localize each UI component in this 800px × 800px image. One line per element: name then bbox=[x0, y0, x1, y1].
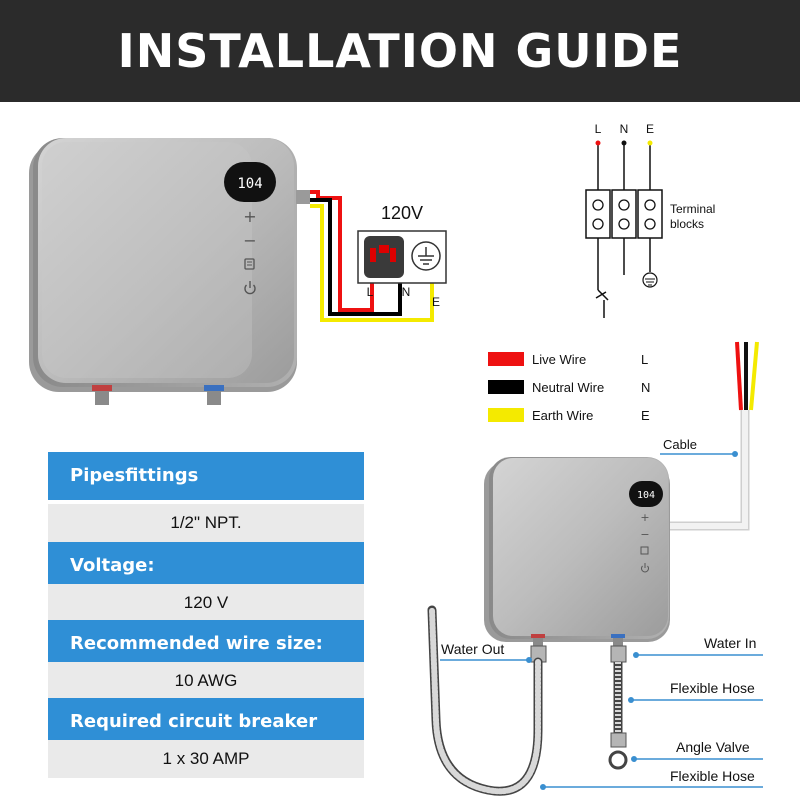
wire-legend: Live Wire Neutral Wire Earth Wire L N E bbox=[488, 352, 650, 423]
legend-letter-live: L bbox=[641, 352, 648, 367]
page-title: INSTALLATION GUIDE bbox=[117, 24, 683, 78]
legend-swatch-live bbox=[488, 352, 524, 366]
power-cable: Cable bbox=[660, 341, 759, 531]
power-icon[interactable] bbox=[244, 281, 256, 295]
earth-symbol-icon bbox=[642, 272, 658, 288]
terminal-label-n: N bbox=[620, 122, 629, 136]
spec-value-pipefittings: 1/2" NPT. bbox=[48, 504, 364, 542]
power-icon-small[interactable] bbox=[641, 563, 649, 573]
callout-flexible-hose-2: Flexible Hose bbox=[670, 768, 755, 784]
outlet-hose bbox=[427, 605, 547, 796]
terminal-label-l: L bbox=[595, 122, 602, 136]
mode-icon[interactable] bbox=[244, 258, 255, 270]
callout-cable: Cable bbox=[663, 437, 697, 452]
outlet-voltage-label: 120V bbox=[381, 203, 423, 223]
spec-value-wire-size: 10 AWG bbox=[48, 662, 364, 700]
mode-icon-small[interactable] bbox=[640, 546, 649, 555]
water-heater-unit-small: 104 + − bbox=[484, 457, 670, 646]
legend-label-neutral: Neutral Wire bbox=[532, 380, 604, 395]
outlet-live-letter: L bbox=[367, 285, 374, 299]
callout-angle-valve: Angle Valve bbox=[676, 739, 750, 755]
display-panel bbox=[224, 162, 276, 202]
outlet-neutral-letter: N bbox=[402, 285, 411, 299]
legend-label-earth: Earth Wire bbox=[532, 408, 593, 423]
terminal-caption-line1: Terminal bbox=[670, 202, 715, 216]
plus-icon-small[interactable]: + bbox=[640, 511, 649, 524]
minus-icon-small[interactable]: − bbox=[640, 528, 649, 541]
temperature-readout: 104 bbox=[237, 176, 262, 192]
spec-label-circuit-breaker: Required circuit breaker bbox=[48, 698, 364, 746]
legend-label-live: Live Wire bbox=[532, 352, 586, 367]
terminal-caption-line2: blocks bbox=[670, 217, 704, 231]
temperature-readout-small: 104 bbox=[637, 490, 655, 501]
callout-water-in: Water In bbox=[704, 635, 757, 651]
spec-value-voltage: 120 V bbox=[48, 584, 364, 622]
callout-lines bbox=[440, 652, 763, 790]
spec-label-pipefittings: Pipesfittings bbox=[48, 452, 364, 500]
legend-letter-neutral: N bbox=[641, 380, 650, 395]
outlet-box: 120V L N E bbox=[357, 203, 447, 309]
spec-label-wire-size: Recommended wire size: bbox=[48, 620, 364, 668]
outlet-earth-letter: E bbox=[432, 295, 440, 309]
inlet-hose bbox=[608, 645, 628, 770]
legend-swatch-neutral bbox=[488, 380, 524, 394]
title-banner bbox=[0, 0, 800, 102]
spec-value-circuit-breaker: 1 x 30 AMP bbox=[48, 740, 364, 778]
callout-flexible-hose-1: Flexible Hose bbox=[670, 680, 755, 696]
legend-letter-earth: E bbox=[641, 408, 650, 423]
terminal-label-e: E bbox=[646, 122, 654, 136]
water-heater-unit-large: 104 + − bbox=[29, 138, 310, 405]
supply-wires bbox=[310, 190, 434, 322]
callout-water-out: Water Out bbox=[441, 641, 505, 657]
angle-valve bbox=[608, 750, 628, 770]
spec-label-voltage: Voltage: bbox=[48, 542, 364, 590]
minus-icon[interactable]: − bbox=[243, 231, 256, 250]
plus-icon[interactable]: + bbox=[243, 207, 256, 226]
legend-swatch-earth bbox=[488, 408, 524, 422]
terminal-block-schematic: L N E Terminal blocks bbox=[585, 122, 715, 318]
display-panel-small bbox=[629, 481, 663, 507]
